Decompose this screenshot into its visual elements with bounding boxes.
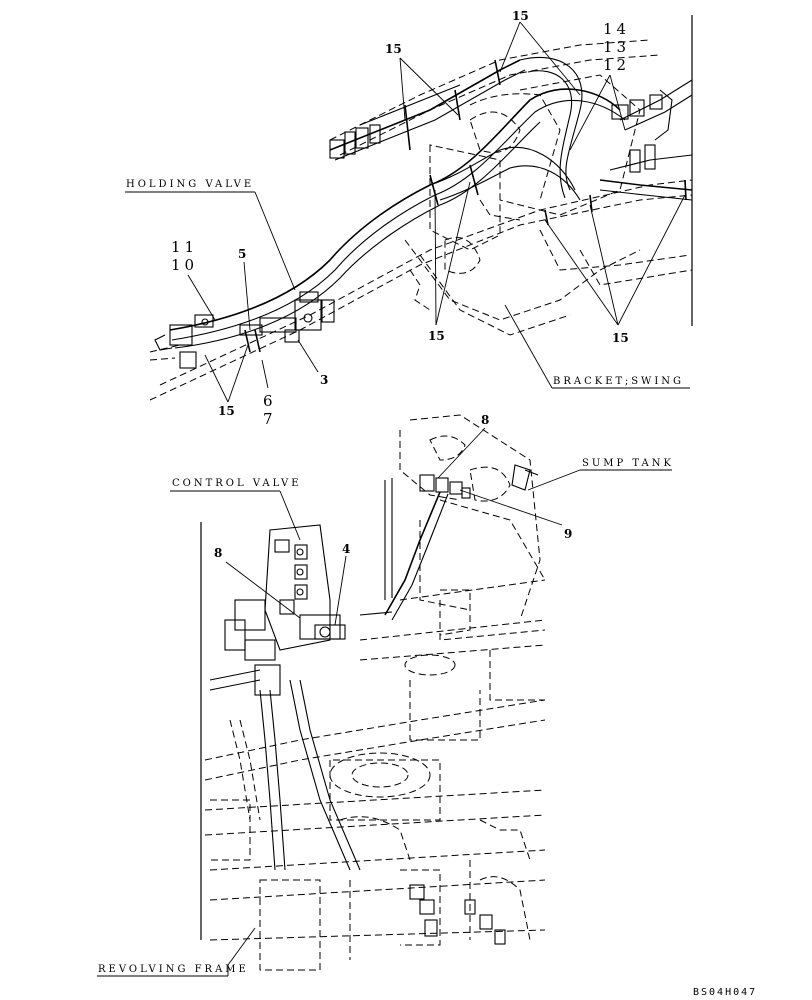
callout-9: 9 (564, 527, 572, 541)
control-valve-label: CONTROL VALVE (172, 478, 302, 489)
callout-14: 14 (603, 20, 630, 38)
callout-6: 6 (263, 392, 277, 410)
holding-valve-label: HOLDING VALVE (126, 179, 254, 190)
sump-tank (399, 414, 546, 636)
revolving-frame-label: REVOLVING FRAME (98, 964, 249, 975)
lower-leaders (97, 427, 672, 977)
upper-leaders (125, 21, 690, 403)
control-valve (224, 524, 346, 696)
callout-13: 13 (603, 38, 630, 56)
right-end-fittings (611, 89, 673, 173)
callout-15-upper-left: 15 (385, 42, 402, 56)
upper-left-fittings (329, 124, 381, 159)
callout-15-right: 15 (612, 331, 629, 345)
lower-fittings (409, 884, 506, 945)
left-end-bracket (149, 314, 214, 369)
callout-3: 3 (320, 373, 328, 387)
callout-8-lower: 8 (214, 546, 222, 560)
callout-10: 10 (171, 256, 198, 274)
holding-valve-block (239, 291, 335, 343)
callout-12: 12 (603, 56, 630, 74)
callout-15-top: 15 (512, 9, 529, 23)
upper-assembly (149, 15, 693, 401)
callout-11: 11 (171, 238, 198, 256)
callout-15-center: 15 (428, 329, 445, 343)
callout-5: 5 (238, 247, 246, 261)
bracket-swing-label: BRACKET;SWING (553, 376, 684, 387)
callout-15-left: 15 (218, 404, 235, 418)
drawing-code: BS04H047 (693, 987, 757, 998)
callout-8-upper: 8 (481, 413, 489, 427)
callout-4: 4 (342, 542, 350, 556)
callout-7: 7 (263, 410, 277, 428)
sump-fittings (419, 474, 471, 499)
sump-tank-label: SUMP TANK (582, 458, 674, 469)
hose-clamps (244, 59, 687, 353)
lower-assembly (200, 414, 546, 971)
